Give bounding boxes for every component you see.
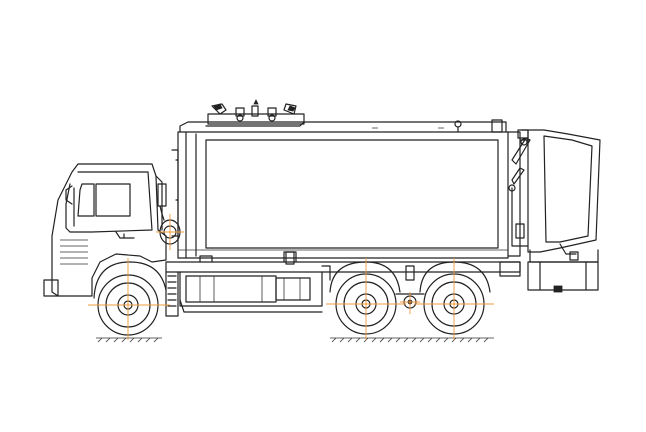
refuse-body xyxy=(171,120,509,259)
rear-wheel-back xyxy=(419,261,491,335)
cab-window xyxy=(95,183,131,217)
ground-right xyxy=(330,337,494,343)
cab-step xyxy=(43,279,59,297)
side-toolbox xyxy=(185,275,277,303)
rear-wheel-middle xyxy=(329,261,401,335)
centerlines xyxy=(88,214,494,340)
truck-cab xyxy=(43,163,167,297)
rear-loader xyxy=(491,119,601,293)
front-wheel-assembly xyxy=(93,261,167,336)
rear-bumper xyxy=(527,261,599,291)
chassis-frame xyxy=(165,251,521,317)
roof-equipment xyxy=(207,99,305,125)
ground-left xyxy=(96,337,162,343)
